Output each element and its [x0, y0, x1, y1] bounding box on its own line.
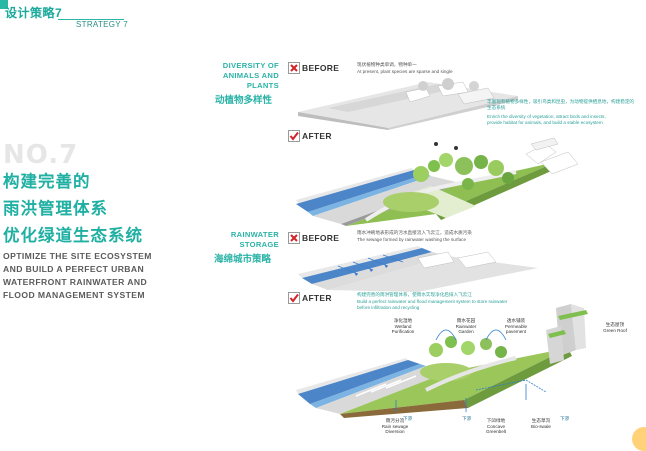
label-permeable-en-2: pavement — [505, 329, 527, 334]
before-tag-1: BEFORE — [302, 63, 340, 73]
after-check-icon — [288, 130, 300, 142]
after-diversity-illustration — [296, 137, 579, 226]
before-note-en-1: At present, plant species are sparse and… — [357, 69, 453, 74]
subtitle-line-2: AND BUILD A PERFECT URBAN — [3, 264, 145, 274]
before-rainwater-illustration — [298, 246, 538, 292]
strategy-title-en: STRATEGY 7 — [76, 20, 129, 29]
section-rainwater-label-en-1: RAINWATER — [230, 230, 279, 239]
label-bio-swale-en: Bio-swale — [531, 423, 551, 429]
before-tag-2: BEFORE — [302, 233, 340, 243]
before-note-cn-1: 现状植物种类单调，物种单一 — [357, 62, 417, 67]
subtitle-line-4: FLOOD MANAGEMENT SYSTEM — [3, 290, 145, 300]
before-diversity-illustration — [298, 78, 518, 130]
label-rain-garden-cn: 雨水花园 — [456, 318, 476, 323]
strategy-number: NO.7 — [3, 140, 79, 170]
label-permeable-cn: 透水铺装 — [506, 318, 526, 323]
label-concave-en-1: Concave — [486, 423, 506, 429]
label-bio-swale: 生态草沟 Bio-swale — [526, 418, 556, 429]
label-rain-sewage-diversion: 雨污分流 Rain sewage Diversion — [378, 418, 412, 435]
label-rain-sewage-en-1: Rain sewage — [381, 423, 409, 429]
header-accent-block — [0, 0, 8, 9]
label-concave-en-2: Greenbelt — [485, 429, 507, 434]
infiltration-tag-3: 下渗 — [560, 416, 570, 421]
label-concave-cn: 下凹绿地 — [486, 418, 506, 423]
strategy-title-cn: 设计策略7 — [5, 6, 63, 20]
after-note-en-2b: before infiltration and recycling — [357, 305, 420, 310]
section-rainwater-label-en-2: STORAGE — [239, 240, 279, 249]
main-title-line-3: 优化绿道生态系统 — [3, 227, 143, 245]
label-green-roof-cn: 生态屋顶 — [605, 322, 625, 327]
label-rain-garden-en-1: Rainwater — [455, 323, 477, 329]
after-tag-1: AFTER — [302, 131, 332, 141]
label-wetland: 净化湿地 Wetland Purification — [388, 318, 418, 335]
main-title-line-1: 构建完善的 — [3, 173, 91, 191]
after-note-en-1a: Enrich the diversity of vegetation, attr… — [487, 114, 606, 119]
label-permeable-pavement: 透水铺装 Permeable pavement — [499, 318, 533, 335]
after-tag-2: AFTER — [302, 293, 332, 303]
after-note-en-2a: Build a perfect rainwater and flood mana… — [357, 299, 508, 304]
section-diversity-label-cn: 动植物多样性 — [215, 95, 273, 106]
header-rule — [58, 19, 124, 20]
after-rainwater-illustration — [296, 304, 588, 418]
label-bio-swale-cn: 生态草沟 — [531, 418, 551, 423]
infiltration-tag-2: 下渗 — [462, 416, 472, 421]
section-diversity-label-en-3: PLANTS — [246, 81, 279, 90]
label-wetland-cn: 净化湿地 — [393, 318, 413, 323]
label-wetland-en-1: Wetland — [394, 323, 412, 329]
label-rain-sewage-cn: 雨污分流 — [385, 418, 405, 423]
subtitle-line-1: OPTIMIZE THE SITE ECOSYSTEM — [3, 251, 152, 261]
label-green-roof-en: Green Roof — [603, 327, 627, 333]
before-note-cn-2: 雨水冲刷地表形成的污水直接流入飞云江，造成水质污染 — [357, 230, 472, 235]
label-rain-garden-en-2: Garden — [458, 329, 474, 334]
after-note-cn-1: 丰富现有植物多样性，吸引鸟类和昆虫，为动物提供栖息地，构建稳定的生态系统 — [487, 99, 635, 110]
after-note-en-1b: provide habitat for animals, and build a… — [487, 120, 603, 125]
subtitle-line-3: WATERFRONT RAINWATER AND — [3, 277, 148, 287]
section-diversity-label-en-2: ANIMALS AND — [222, 71, 279, 80]
section-rainwater-label-en: RAINWATER STORAGE — [205, 230, 279, 250]
before-cross-icon-2 — [288, 232, 300, 244]
label-green-roof: 生态屋顶 Green Roof — [598, 322, 632, 333]
section-diversity-label-en-1: DIVERSITY OF — [222, 61, 279, 70]
label-concave-greenbelt: 下凹绿地 Concave Greenbelt — [480, 418, 512, 435]
label-wetland-en-2: Purification — [391, 329, 415, 334]
label-rain-garden: 雨水花园 Rainwater Garden — [451, 318, 481, 335]
infiltration-tag-1: 下渗 — [403, 416, 413, 421]
before-note-en-2: The sewage formed by rainwater washing t… — [357, 237, 467, 242]
label-permeable-en-1: Permeable — [504, 323, 528, 329]
after-check-icon-2 — [288, 292, 300, 304]
before-cross-icon — [288, 62, 300, 74]
corner-decoration — [632, 427, 646, 451]
main-title-line-2: 雨洪管理体系 — [3, 200, 108, 218]
label-rain-sewage-en-2: Diversion — [385, 429, 405, 434]
section-rainwater-label-cn: 海绵城市策略 — [214, 254, 272, 265]
section-diversity-label-en: DIVERSITY OF ANIMALS AND PLANTS — [205, 61, 279, 91]
after-note-cn-2: 构建完善的雨洪管理体系，使雨水实现净化后排入飞云江 — [357, 292, 472, 297]
